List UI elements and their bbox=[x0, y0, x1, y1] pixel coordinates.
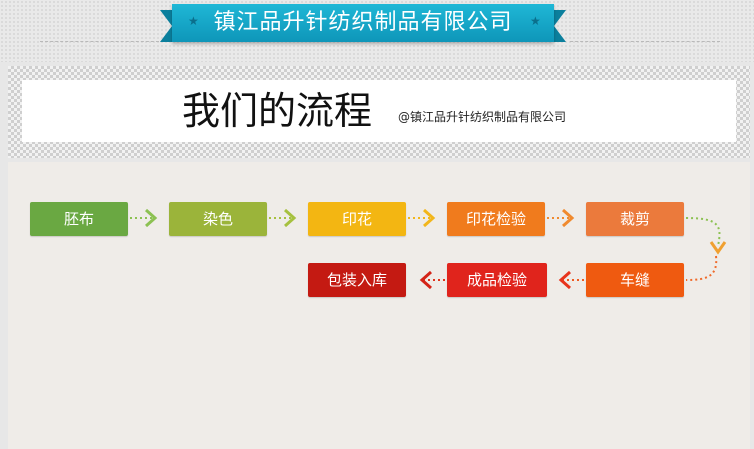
ribbon-tail-right bbox=[554, 10, 566, 42]
step-dyeing: 染色 bbox=[169, 202, 267, 236]
step-print-inspection: 印花检验 bbox=[447, 202, 545, 236]
company-banner: 镇江品升针纺织制品有限公司 bbox=[172, 4, 554, 42]
header-divider-right bbox=[570, 41, 720, 42]
step-label: 成品检验 bbox=[466, 271, 527, 289]
page-title: 我们的流程 bbox=[182, 89, 373, 133]
step-cutting: 裁剪 bbox=[586, 202, 684, 236]
step-label: 印花检验 bbox=[465, 210, 526, 228]
step-printing: 印花 bbox=[308, 202, 406, 236]
step-greige-fabric: 胚布 bbox=[30, 202, 128, 236]
step-label: 包装入库 bbox=[326, 271, 387, 289]
step-final-inspection: 成品检验 bbox=[447, 263, 547, 297]
star-icon: ★ bbox=[530, 14, 541, 28]
title-panel: 我们的流程 @镇江品升针纺织制品有限公司 bbox=[22, 80, 736, 142]
page-subtitle: @镇江品升针纺织制品有限公司 bbox=[398, 110, 567, 124]
ribbon-tail-left bbox=[160, 10, 172, 42]
star-icon: ★ bbox=[188, 14, 199, 28]
step-label: 车缝 bbox=[619, 271, 650, 289]
title-section: 我们的流程 @镇江品升针纺织制品有限公司 bbox=[8, 66, 750, 158]
step-label: 印花 bbox=[341, 210, 372, 228]
step-sewing: 车缝 bbox=[586, 263, 684, 297]
step-label: 染色 bbox=[202, 210, 233, 228]
header-divider-left bbox=[40, 41, 164, 42]
company-name: 镇江品升针纺织制品有限公司 bbox=[213, 10, 513, 35]
step-packing-storage: 包装入库 bbox=[308, 263, 406, 297]
step-label: 胚布 bbox=[63, 210, 94, 228]
step-label: 裁剪 bbox=[619, 210, 650, 228]
